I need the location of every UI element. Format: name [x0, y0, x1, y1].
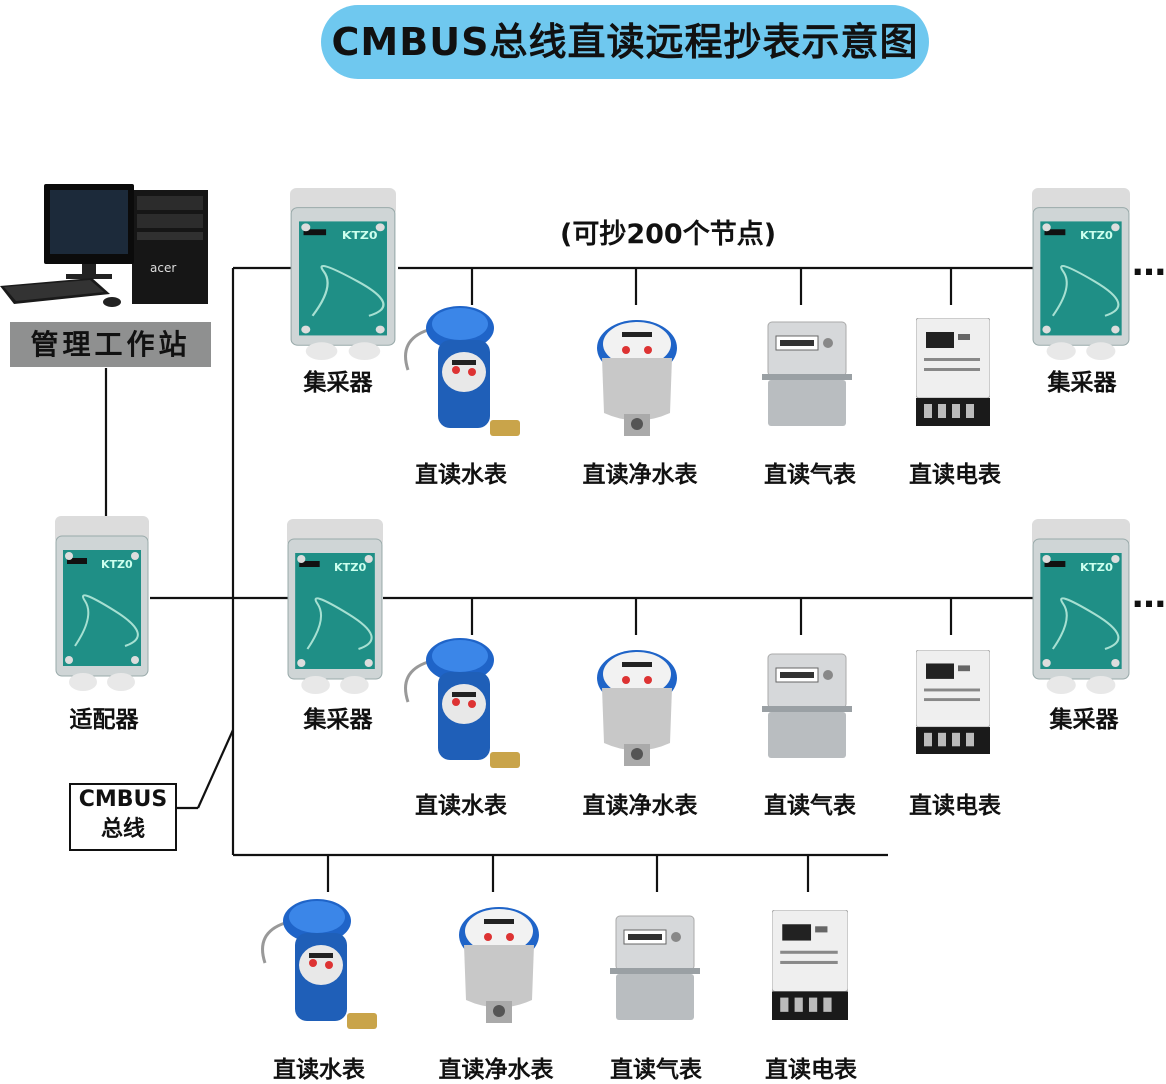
meter-label: 直读净水表 [582, 793, 698, 819]
collector-device-icon: KTZ0 [290, 188, 396, 360]
meter-label: 直读净水表 [582, 462, 698, 488]
title-banner [321, 5, 929, 79]
workstation-label: 管理工作站 [10, 322, 211, 367]
workstation-computer-icon: acer [0, 184, 208, 307]
adapter-label: 适配器 [69, 707, 139, 733]
purified-water-meter-icon [597, 650, 677, 766]
meter-label: 直读气表 [764, 793, 856, 819]
capacity-note: (可抄200个节点) [560, 219, 777, 250]
meter-label: 直读水表 [415, 462, 507, 488]
svg-text:KTZ0: KTZ0 [342, 229, 378, 242]
gas-meter-icon [762, 653, 852, 758]
svg-text:acer: acer [150, 261, 176, 275]
electric-meter-icon [772, 910, 848, 1020]
meter-label: 直读电表 [909, 793, 1001, 819]
purified-water-meter-icon [597, 320, 677, 436]
more-ellipsis: … [1132, 576, 1166, 616]
svg-text:KTZ0: KTZ0 [1080, 561, 1113, 574]
more-ellipsis: … [1132, 244, 1166, 284]
collector-label: 集采器 [1047, 370, 1117, 396]
bus-label-line2: 总线 [100, 817, 145, 842]
meter-label: 直读电表 [765, 1057, 857, 1083]
water-meter-icon [404, 306, 520, 436]
purified-water-meter-icon [459, 907, 539, 1023]
meter-label: 直读电表 [909, 462, 1001, 488]
collector-label: 集采器 [1049, 707, 1119, 733]
water-meter-icon [261, 899, 377, 1029]
meter-label: 直读水表 [415, 793, 507, 819]
collector-device-icon: KTZ0 [1032, 188, 1130, 360]
electric-meter-icon [916, 650, 990, 754]
collector-device-icon: KTZ0 [1032, 519, 1130, 694]
collector-device-icon: KTZ0 [287, 519, 383, 694]
cmbus-bus-label: CMBUS 总线 [69, 783, 177, 851]
svg-text:KTZ0: KTZ0 [334, 561, 367, 574]
water-meter-icon [404, 638, 520, 768]
electric-meter-icon [916, 318, 990, 426]
bus-label-line1: CMBUS [78, 787, 168, 812]
meter-label: 直读净水表 [438, 1057, 554, 1083]
collector-label: 集采器 [303, 707, 373, 733]
meter-label: 直读气表 [610, 1057, 702, 1083]
collector-label: 集采器 [303, 370, 373, 396]
svg-text:KTZ0: KTZ0 [101, 558, 133, 571]
gas-meter-icon [610, 915, 700, 1020]
diagram-title: CMBUS总线直读远程抄表示意图 [331, 20, 919, 64]
adapter-device-icon: KTZ0 [55, 516, 149, 691]
gas-meter-icon [762, 321, 852, 426]
meter-label: 直读水表 [273, 1057, 365, 1083]
meter-label: 直读气表 [764, 462, 856, 488]
svg-text:KTZ0: KTZ0 [1080, 229, 1113, 242]
